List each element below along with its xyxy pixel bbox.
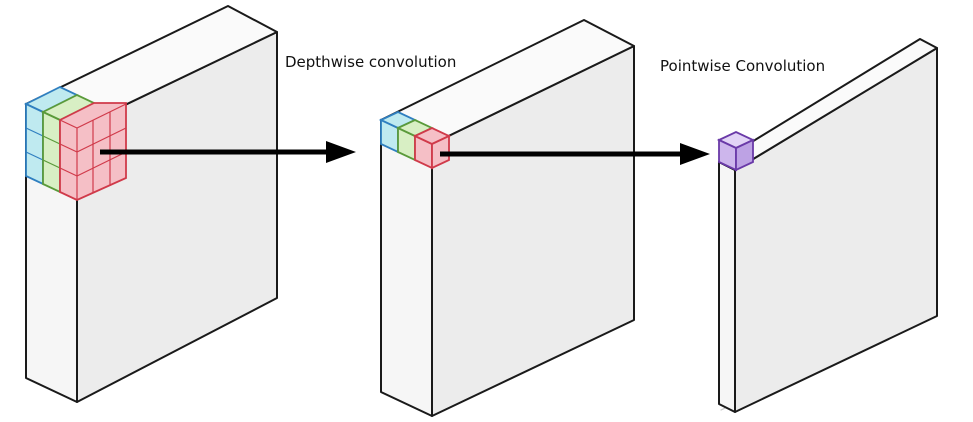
pointwise-output-side-face	[718, 161, 736, 413]
pointwise-label: Pointwise Convolution	[660, 57, 825, 75]
depthwise-kernel-red	[59, 102, 127, 201]
depthwise-output-cell-blue	[378, 111, 418, 154]
pointwise-output-cell	[716, 131, 756, 172]
depthwise-kernel-green	[40, 93, 97, 194]
depthwise-output-volume	[380, 19, 635, 417]
arrow-depthwise	[100, 141, 356, 163]
depthwise-kernel-blue	[23, 85, 80, 186]
depthwise-label: Depthwise convolution	[285, 53, 456, 71]
pointwise-output-volume	[718, 38, 938, 413]
arrow-pointwise	[440, 143, 710, 165]
depthwise-output-cell-red	[412, 127, 452, 170]
input-volume	[25, 5, 278, 403]
